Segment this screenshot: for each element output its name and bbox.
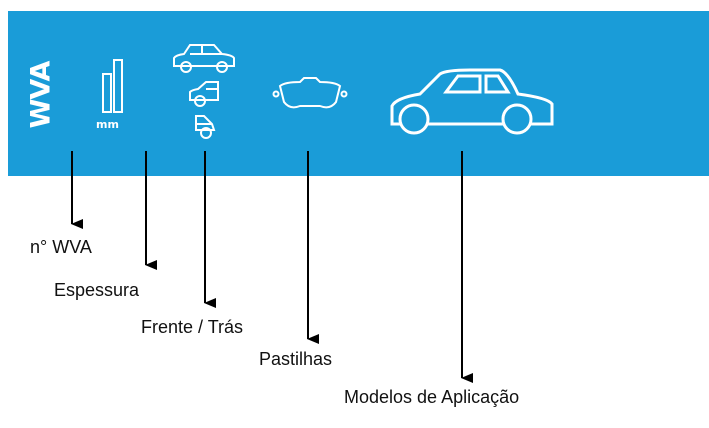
car-front-icon — [189, 81, 219, 107]
label-application-models: Modelos de Aplicação — [344, 387, 520, 407]
sedan-icon — [173, 44, 235, 73]
thickness-bars-icon — [102, 59, 123, 113]
label-thickness: Espessura — [54, 280, 140, 300]
brake-pad-icon — [272, 77, 348, 109]
thickness-unit-label: mm — [96, 118, 119, 131]
label-front-rear: Frente / Trás — [141, 317, 244, 337]
label-pads: Pastilhas — [259, 349, 333, 369]
large-car-icon — [390, 68, 554, 135]
header-banner — [8, 11, 709, 176]
car-rear-icon — [195, 115, 216, 139]
label-wva-number: n° WVA — [30, 237, 92, 257]
